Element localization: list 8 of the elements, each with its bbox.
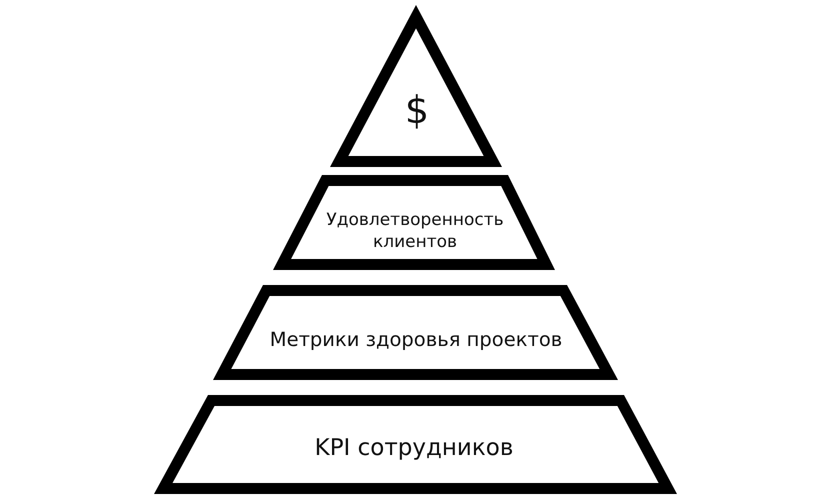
pyramid-tier: [213, 285, 618, 380]
pyramid-tier: [273, 175, 555, 270]
tier-label: KPI сотрудников: [314, 434, 514, 464]
tier-label: $: [404, 87, 430, 134]
pyramid-tier: [154, 395, 677, 494]
pyramid-apex-triangle: [330, 5, 502, 167]
tier-label: Удовлетворенность клиентов: [325, 208, 505, 254]
tier-label: Метрики здоровья проектов: [270, 327, 562, 353]
